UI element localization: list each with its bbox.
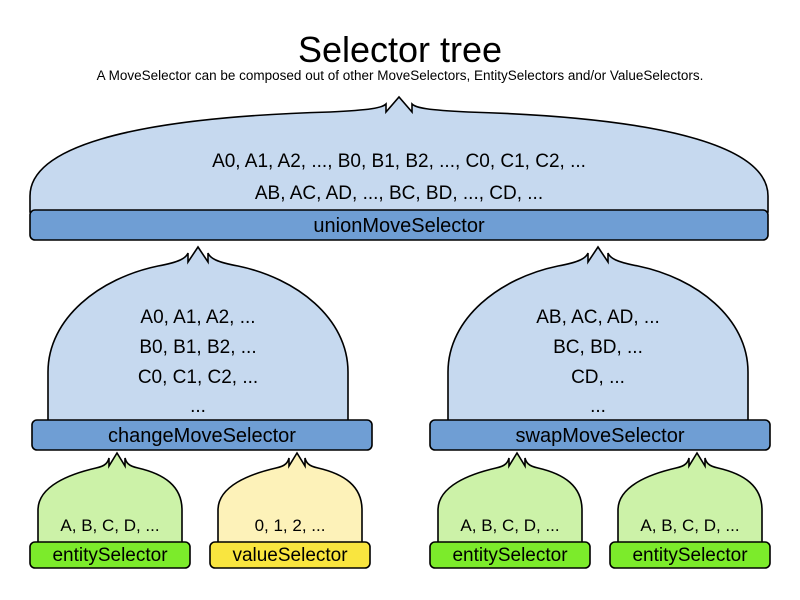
union-balloon (29, 95, 769, 213)
union-bar[interactable] (29, 209, 769, 241)
leaf-4-bar[interactable] (609, 541, 771, 569)
leaf-2-balloon (217, 451, 363, 545)
leaf-4-line: A, B, C, D, ... (640, 516, 739, 535)
swap-line-1: AB, AC, AD, ... (536, 307, 660, 328)
leaf-3-bar[interactable] (429, 541, 591, 569)
leaf-2-line: 0, 1, 2, ... (255, 516, 326, 535)
leaf-1-line: A, B, C, D, ... (60, 516, 159, 535)
change-bar-label: changeMoveSelector (108, 425, 296, 447)
union-bar-label: unionMoveSelector (313, 215, 485, 237)
node-leaf-value-selector-1[interactable]: 0, 1, 2, ... valueSelector (209, 451, 371, 569)
node-leaf-entity-selector-3[interactable]: A, B, C, D, ... entitySelector (609, 451, 771, 569)
swap-balloon (447, 245, 749, 423)
swap-bar[interactable] (429, 419, 771, 451)
change-line-2: B0, B1, B2, ... (139, 337, 256, 358)
node-leaf-entity-selector-1[interactable]: A, B, C, D, ... entitySelector (29, 451, 191, 569)
leaf-3-line: A, B, C, D, ... (460, 516, 559, 535)
change-line-4: ... (190, 396, 206, 417)
swap-line-4: ... (590, 396, 606, 417)
leaf-2-bar[interactable] (209, 541, 371, 569)
page-title: Selector tree (298, 29, 502, 70)
union-line-2: AB, AC, AD, ..., BC, BD, ..., CD, ... (255, 183, 543, 204)
leaf-3-label: entitySelector (452, 545, 568, 566)
leaf-4-label: entitySelector (632, 545, 748, 566)
leaf-4-balloon (617, 451, 763, 545)
union-line-1: A0, A1, A2, ..., B0, B1, B2, ..., C0, C1… (212, 151, 586, 172)
swap-bar-label: swapMoveSelector (516, 425, 685, 447)
leaf-1-bar[interactable] (29, 541, 191, 569)
node-leaf-entity-selector-2[interactable]: A, B, C, D, ... entitySelector (429, 451, 591, 569)
change-balloon (47, 245, 349, 423)
node-change-move-selector[interactable]: A0, A1, A2, ... B0, B1, B2, ... C0, C1, … (31, 245, 373, 451)
change-bar[interactable] (31, 419, 373, 451)
leaf-1-balloon (37, 451, 183, 545)
node-union-move-selector[interactable]: A0, A1, A2, ..., B0, B1, B2, ..., C0, C1… (29, 95, 769, 241)
node-swap-move-selector[interactable]: AB, AC, AD, ... BC, BD, ... CD, ... ... … (429, 245, 771, 451)
change-line-3: C0, C1, C2, ... (138, 367, 258, 388)
leaf-1-label: entitySelector (52, 545, 168, 566)
page-subtitle: A MoveSelector can be composed out of ot… (97, 68, 704, 83)
swap-line-2: BC, BD, ... (553, 337, 643, 358)
leaf-2-label: valueSelector (232, 545, 348, 566)
swap-line-3: CD, ... (571, 367, 625, 388)
leaf-3-balloon (437, 451, 583, 545)
change-line-1: A0, A1, A2, ... (140, 307, 255, 328)
